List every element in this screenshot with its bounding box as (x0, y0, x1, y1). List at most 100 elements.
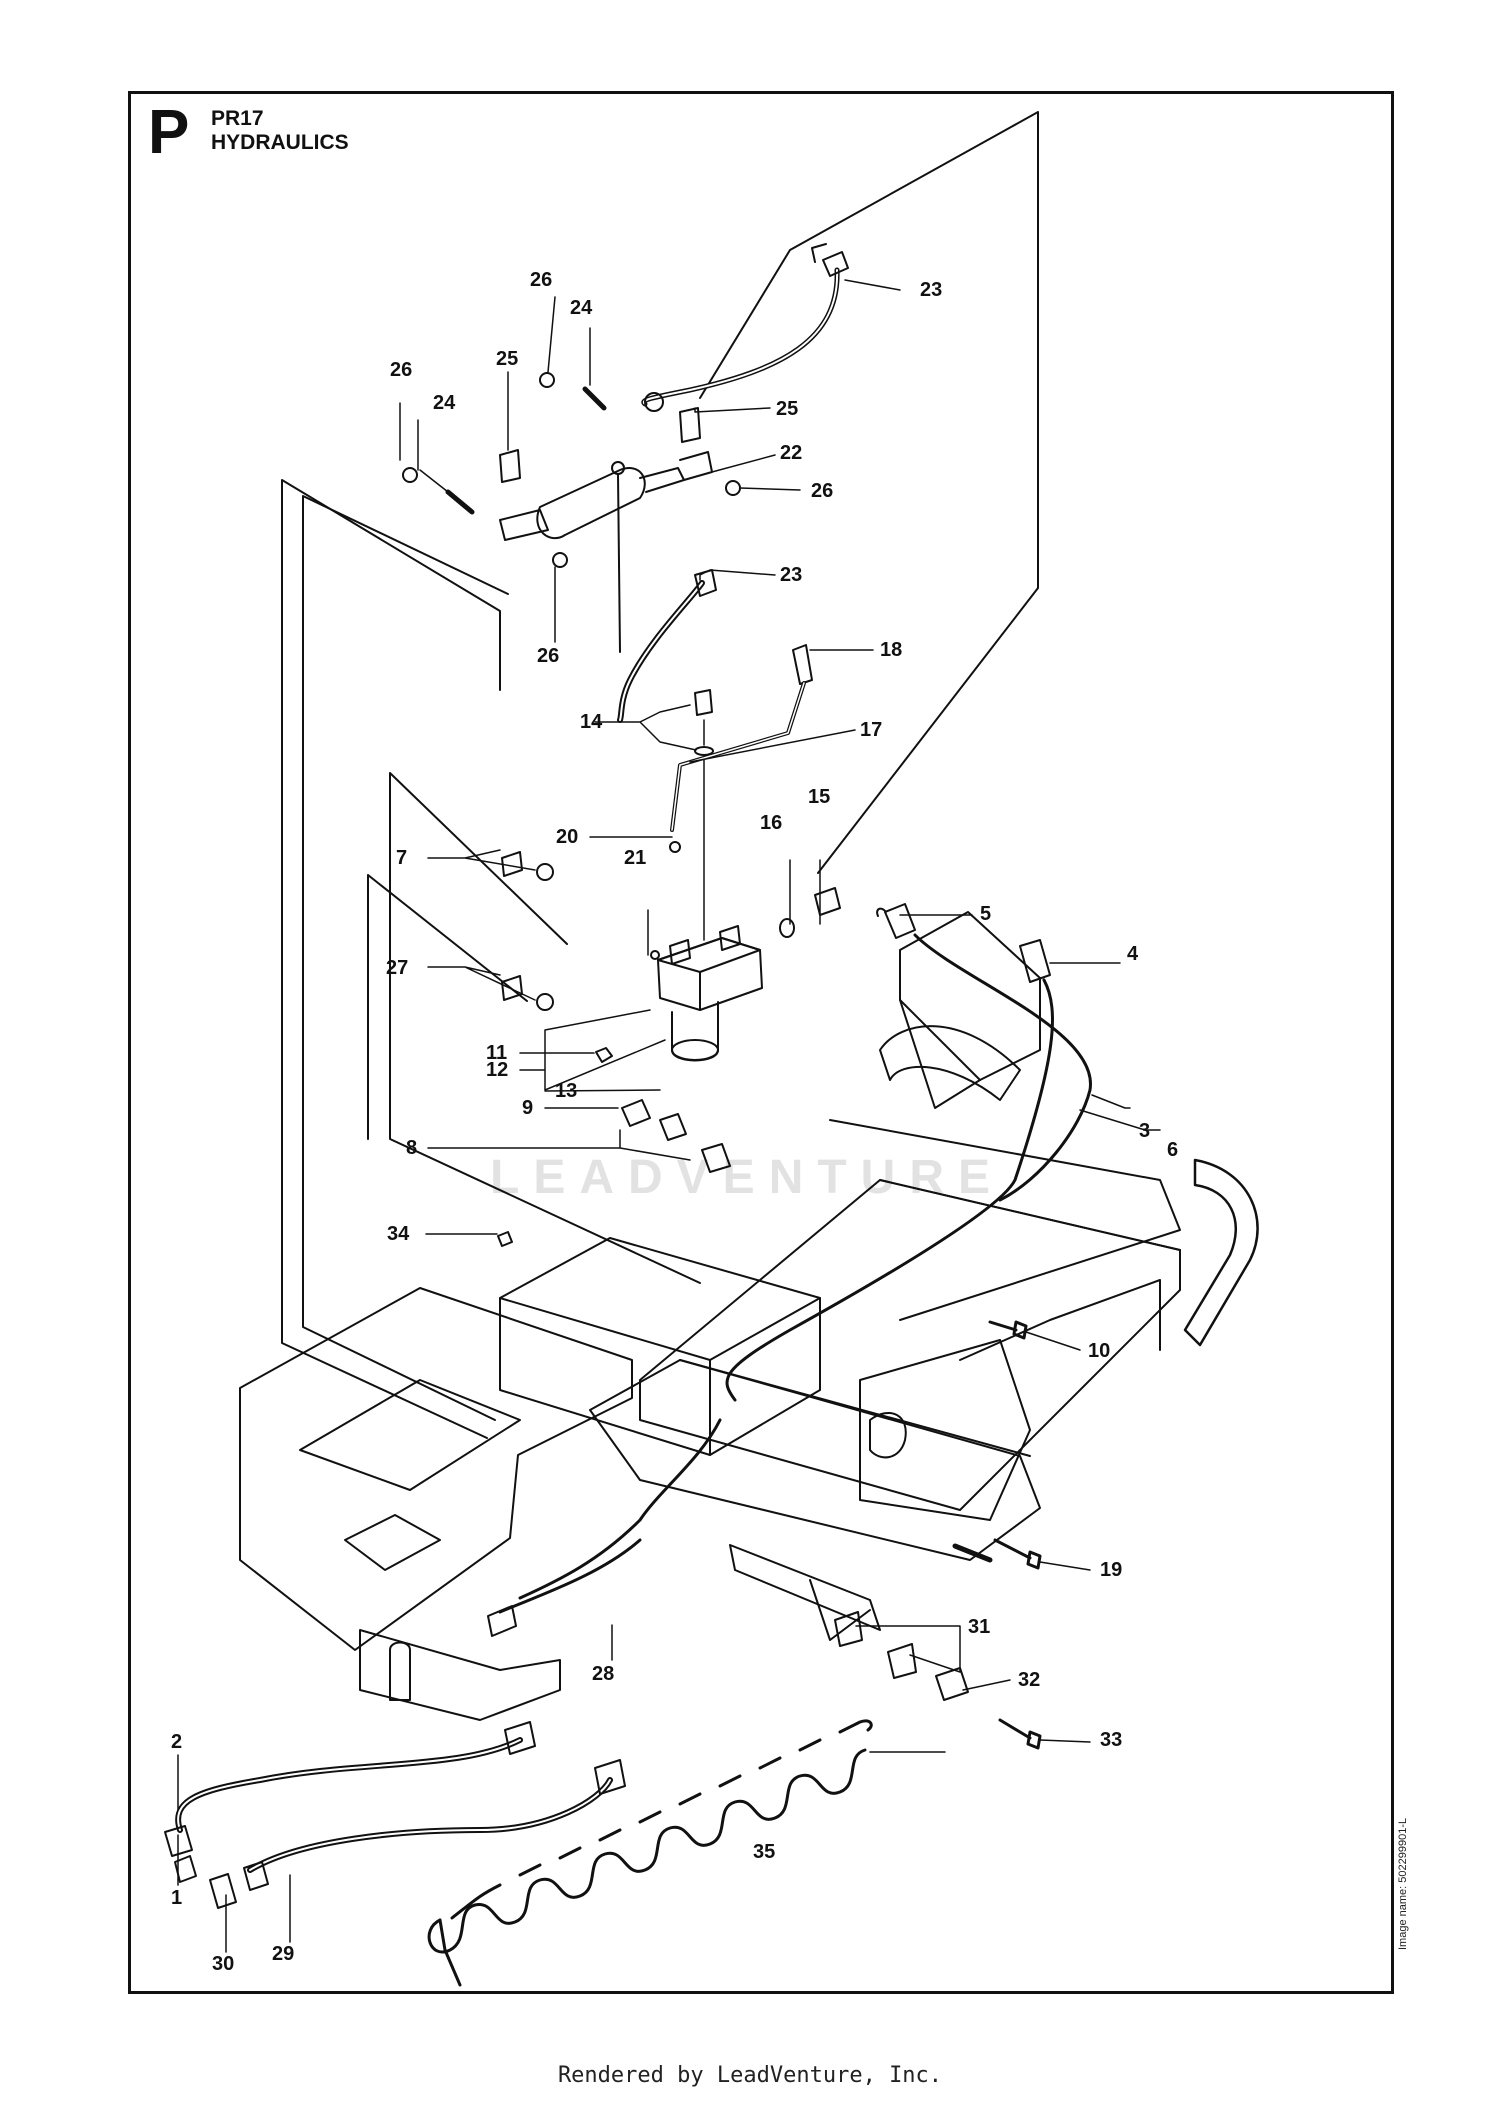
pin-24-left-leader (419, 469, 449, 493)
valve-12-top (657, 937, 761, 973)
lower-hose-23-inner (619, 582, 703, 721)
callout-26-bottom: 26 (537, 645, 560, 667)
callout-31: 31 (968, 1616, 991, 1638)
group-outline-left-outer (281, 479, 501, 1439)
hose-29 (247, 1777, 613, 1873)
fitting-7 (501, 851, 523, 877)
fitting-14 (694, 689, 713, 716)
spring-guard-35-end (438, 1918, 462, 1987)
frame-seat-pan-inner (299, 1379, 521, 1491)
callout-17: 17 (860, 719, 883, 741)
callout-20: 20 (556, 826, 579, 848)
frame-front-bracket (859, 1339, 1031, 1521)
callout-6: 6 (1167, 1139, 1179, 1161)
group-outline-left-inner (302, 495, 509, 1421)
group-outline-valve-box-inner (367, 874, 528, 1140)
frame-upper-bracket-front (899, 999, 981, 1109)
callout-19: 19 (1100, 1559, 1123, 1581)
callout-9: 9 (522, 1097, 534, 1119)
hose-2-inner (177, 1739, 521, 1831)
callout-16: 16 (760, 812, 783, 834)
lower-hose-fitting (694, 569, 717, 597)
section-letter: P (148, 98, 190, 167)
image-name-label: Image name: 502299901-L (1397, 1817, 1409, 1950)
callout-26-left: 26 (390, 359, 413, 381)
cylinder-22-body (536, 467, 646, 540)
callout-34: 34 (387, 1223, 410, 1245)
frame-lever-tube (879, 1025, 1021, 1101)
bracket-25-left (499, 449, 521, 483)
front-axle-mount (869, 1411, 907, 1459)
frame-mid-plate-edge (879, 1179, 1181, 1251)
callout-15: 15 (808, 786, 831, 808)
frame-lower-flange (359, 1629, 561, 1721)
model-code: PR17 (211, 107, 264, 130)
fitting-5 (876, 903, 916, 939)
hose-29-end-fitting (594, 1759, 626, 1795)
callout-23-lower: 23 (780, 564, 803, 586)
group-outline-top (699, 111, 1039, 874)
callout-35: 35 (753, 1841, 776, 1863)
callout-33: 33 (1100, 1729, 1123, 1751)
callout-25-right: 25 (776, 398, 799, 420)
washer-27 (536, 993, 554, 1011)
callout-8: 8 (406, 1137, 418, 1159)
group-outline-valve-box (389, 772, 701, 1284)
callout-24-left: 24 (433, 392, 456, 414)
hose-28 (518, 1418, 722, 1600)
hose-28-b (498, 1538, 642, 1614)
frame-left-rail-top (679, 1359, 1031, 1457)
hose-29-inner (249, 1779, 611, 1871)
callout-1: 1 (171, 1887, 183, 1909)
callout-23-upper: 23 (920, 279, 943, 301)
frame-rear-box-edge (499, 1297, 821, 1456)
bolt-33 (998, 1718, 1042, 1750)
callout-11: 11 (486, 1042, 508, 1064)
frame-rear-box (499, 1237, 821, 1456)
clamp-8-upper (659, 1113, 687, 1141)
frame-left-rail (589, 1359, 1041, 1561)
callout-4: 4 (1127, 943, 1139, 965)
callout-28: 28 (592, 1663, 615, 1685)
bolt-19-a (952, 1543, 993, 1563)
pin-24-left (445, 489, 475, 515)
callout-22: 22 (780, 442, 803, 464)
cylinder-22-clevis (499, 509, 549, 541)
frame-upper-rail-long (829, 1119, 1181, 1321)
lever-17 (670, 681, 806, 832)
lower-hose-fitting-28 (487, 1605, 517, 1637)
callout-14: 14 (580, 711, 603, 733)
tube-6 (913, 933, 1092, 1202)
nut-11 (595, 1047, 613, 1063)
bracket-25-right (679, 407, 701, 443)
footer-credit: Rendered by LeadVenture, Inc. (557, 2063, 943, 2088)
bolt-10 (988, 1320, 1028, 1340)
tube-3 (725, 978, 1054, 1402)
callout-27: 27 (386, 957, 409, 979)
clip-26-c (725, 480, 741, 496)
callout-2: 2 (171, 1731, 183, 1753)
filter-13-bottom (671, 1039, 719, 1061)
nut-20 (669, 841, 681, 853)
knob-18 (792, 644, 813, 685)
upper-hose-23-inner (642, 269, 839, 405)
oring-14 (694, 746, 714, 756)
lever-17-inner (671, 682, 805, 831)
callout-18: 18 (880, 639, 903, 661)
clip-26-a (402, 467, 418, 483)
nut-34 (497, 1231, 513, 1247)
upper-hose-fitting (811, 243, 849, 277)
filter-13 (671, 1001, 719, 1062)
cylinder-22-end-clevis (679, 451, 713, 481)
callout-32: 32 (1018, 1669, 1041, 1691)
callout-26-top: 26 (530, 269, 553, 291)
callout-25-left: 25 (496, 348, 519, 370)
upper-hose-end-fitting (644, 392, 664, 412)
frame-right-rail (959, 1279, 1161, 1361)
clamp-8-lower (701, 1143, 731, 1173)
clip-26-d (552, 552, 568, 568)
spring-guard-35-top (450, 1719, 873, 1920)
spring-guard-35 (427, 1748, 867, 1954)
callout-26-right: 26 (811, 480, 834, 502)
callout-13: 13 (555, 1080, 578, 1102)
